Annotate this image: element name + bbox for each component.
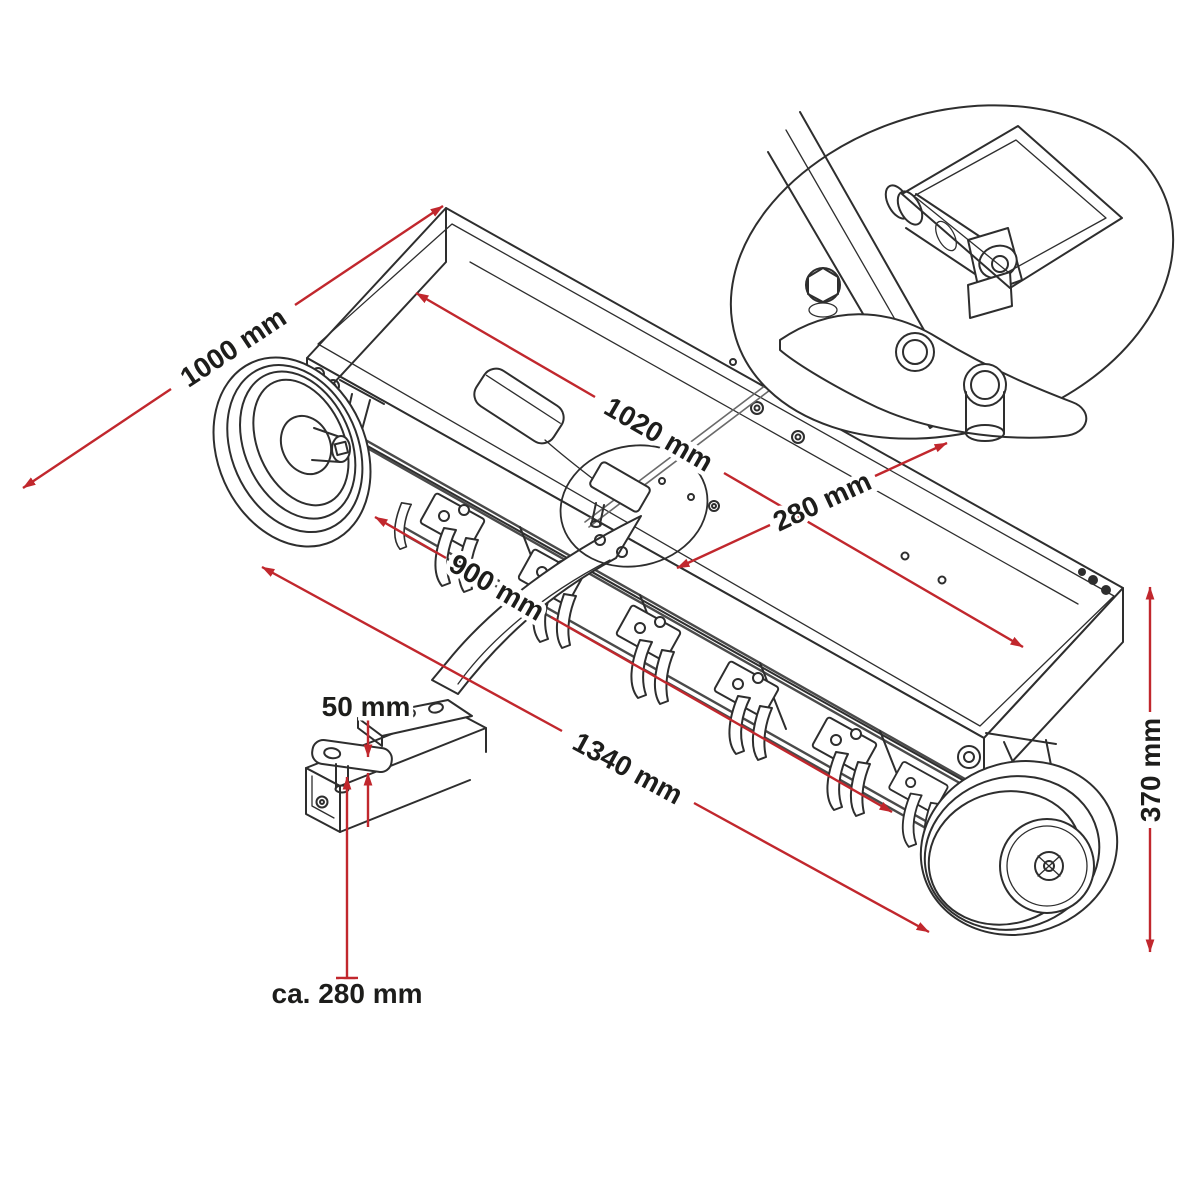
dimension-overall-length [261,565,930,934]
left-wheel [212,356,385,548]
dimension-hitch-ground-height [336,776,358,980]
label-wheel-height: 370 mm [1135,718,1166,822]
dimension-hitch-offset [676,441,948,570]
dimension-overall-width [415,291,1024,649]
label-hitch-step: 50 mm [322,691,411,722]
aerator-line-drawing [212,104,1175,936]
hitch-assembly [305,699,487,833]
weight-tray [306,207,1124,793]
callout-ellipse [559,444,709,568]
hex-bolt [805,267,841,318]
right-wheel [919,732,1119,936]
dimension-top-width [22,205,444,489]
drawbar [431,515,642,695]
hitch-pin-detail [884,125,1123,319]
dimension-lines [22,205,1155,980]
dimension-working-width [374,515,893,814]
label-overall-length: 1340 mm [568,726,688,810]
detail-bubble [729,104,1175,442]
label-hitch-ground-height: ca. 280 mm [272,978,423,1009]
adjustment-lever [473,367,565,445]
